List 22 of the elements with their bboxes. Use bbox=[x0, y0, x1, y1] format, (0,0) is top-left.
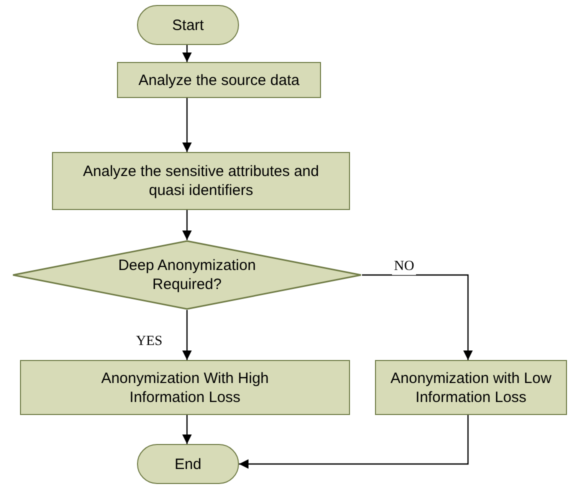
node-text: Start bbox=[172, 16, 204, 34]
node-text: Anonymization with Low Information Loss bbox=[390, 368, 552, 406]
arrow bbox=[182, 415, 192, 444]
process-box bbox=[52, 152, 350, 210]
arrow bbox=[182, 45, 192, 62]
arrow bbox=[182, 98, 192, 152]
process-box bbox=[375, 360, 567, 415]
arrow bbox=[182, 310, 192, 360]
node-text: Anonymization With High Information Loss bbox=[101, 368, 269, 406]
arrow bbox=[362, 274, 473, 360]
node-text: Deep Anonymization Required? bbox=[117, 256, 257, 294]
process-box bbox=[20, 360, 350, 415]
node-text: End bbox=[174, 454, 202, 474]
node-text: Analyze the source data bbox=[138, 70, 300, 90]
decision-diamond bbox=[12, 240, 362, 310]
terminal-pill bbox=[137, 5, 239, 45]
process-box bbox=[117, 62, 321, 98]
node-text: Analyze the sensitive attributes and quasi identifiers bbox=[82, 162, 320, 200]
terminal-pill bbox=[137, 444, 239, 484]
edge-label: NO bbox=[392, 259, 416, 275]
arrow bbox=[239, 415, 469, 469]
arrow bbox=[182, 210, 192, 240]
